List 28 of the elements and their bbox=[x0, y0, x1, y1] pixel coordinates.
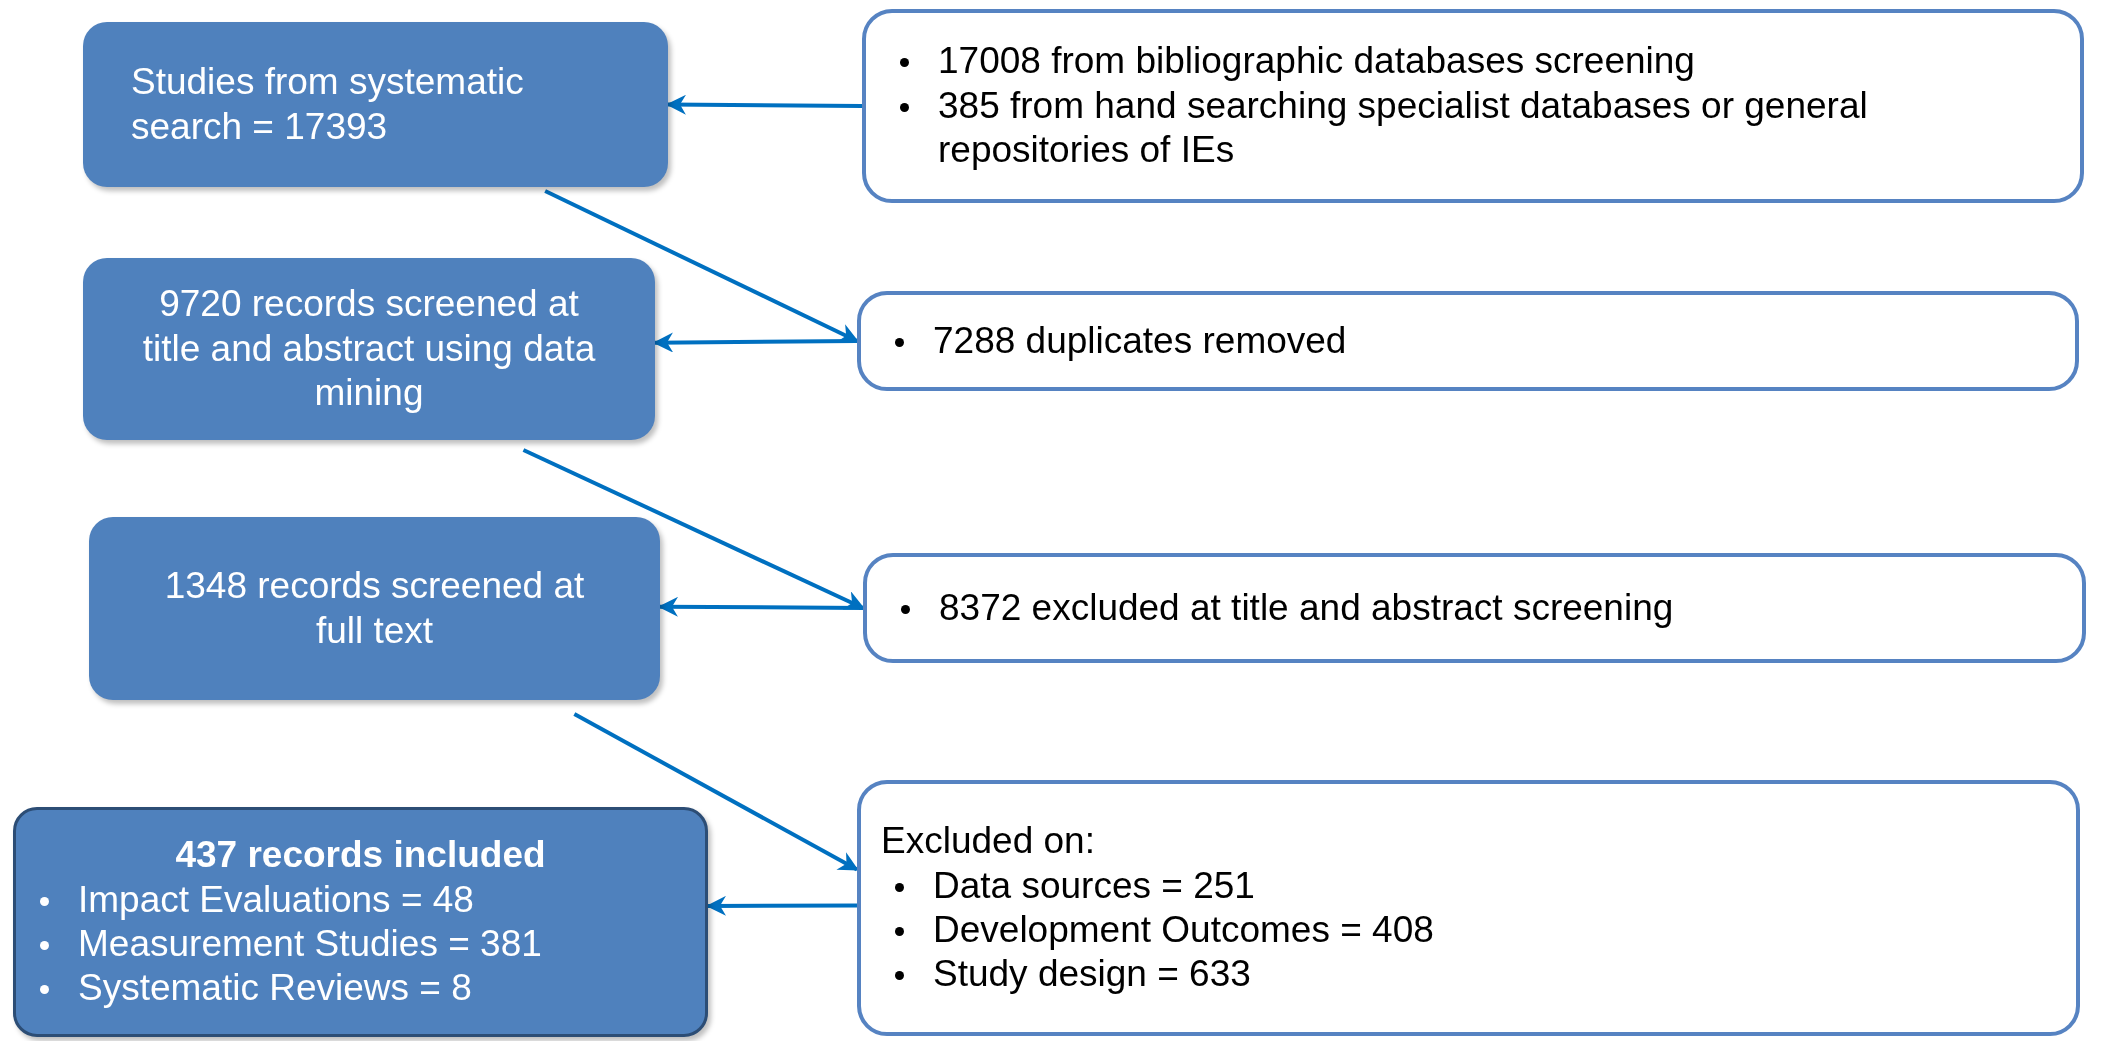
note-box bbox=[862, 9, 2084, 203]
bullet-item: Measurement Studies = 381 bbox=[26, 922, 695, 967]
bullet-item: 385 from hand searching specialist databases or general repositories of IEs bbox=[886, 83, 2060, 173]
box-text: Studies from systematic search = 17393 bbox=[131, 60, 525, 149]
box-text: 1348 records screened at full text bbox=[163, 564, 586, 653]
note-box bbox=[857, 291, 2079, 391]
arrow bbox=[666, 94, 862, 115]
note-box bbox=[857, 780, 2080, 1036]
process-box bbox=[83, 22, 668, 187]
bullet-item: 8372 excluded at title and abstract screening bbox=[887, 585, 2062, 631]
process-box bbox=[89, 517, 660, 700]
process-box bbox=[83, 258, 655, 440]
arrow bbox=[706, 895, 857, 916]
box-heading: Excluded on: bbox=[881, 819, 1096, 864]
bullet-item: Development Outcomes = 408 bbox=[881, 908, 2056, 953]
arrow bbox=[573, 712, 859, 872]
bullet-item: Systematic Reviews = 8 bbox=[26, 966, 695, 1011]
bullet-item: 17008 from bibliographic databases screening bbox=[886, 39, 2060, 84]
bullet-item: Data sources = 251 bbox=[881, 863, 2056, 908]
result-box bbox=[13, 807, 708, 1037]
box-heading: 437 records included bbox=[174, 833, 547, 878]
bullet-item: 7288 duplicates removed bbox=[881, 318, 2055, 364]
note-box bbox=[863, 553, 2086, 663]
box-text: 9720 records screened at title and abstract using data mining bbox=[141, 282, 597, 416]
bullet-item: Study design = 633 bbox=[881, 952, 2056, 997]
arrow bbox=[658, 596, 863, 617]
arrow bbox=[653, 332, 857, 353]
bullet-item: Impact Evaluations = 48 bbox=[26, 877, 695, 922]
